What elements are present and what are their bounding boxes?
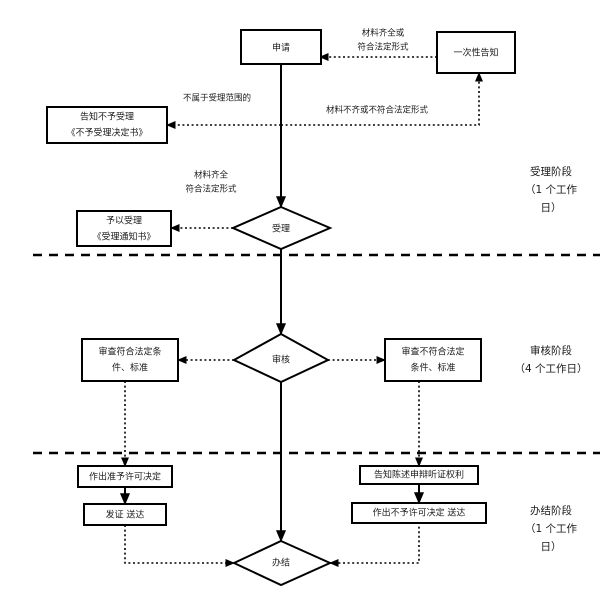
node-issue-deliver[interactable]: 发证 送达 — [83, 503, 167, 526]
node-review-fail[interactable]: 审查不符合法定 条件、标准 — [384, 338, 482, 382]
edge-label-materials-incomplete: 材料不齐或不符合法定形式 — [326, 105, 429, 116]
node-issue-deliver-label: 发证 送达 — [106, 509, 145, 521]
node-permit-granted-label: 作出准予许可决定 — [89, 471, 161, 483]
node-notice-refuse-accept-line1: 告知不予受理 — [80, 111, 134, 123]
node-notice-refuse-accept[interactable]: 告知不予受理 《不予受理决定书》 — [46, 106, 168, 144]
edge-label-materials-complete-line1: 材料齐全 — [194, 170, 229, 181]
node-review-decision-label: 审核 — [272, 354, 290, 366]
edge-labels: 材料齐全或 符合法定形式 不属于受理范围的 材料不齐或不符合法定形式 材料齐全 … — [183, 28, 429, 195]
node-review-decision[interactable]: 审核 — [231, 332, 331, 384]
phase-label-complete-line2: （1 个工作 — [525, 523, 578, 535]
phase-label-accept-line1: 受理阶段 — [530, 165, 572, 178]
phase-label-review: 审核阶段 （4 个工作日） — [514, 344, 587, 375]
phase-label-accept-line2: （1 个工作 — [525, 184, 578, 196]
node-review-pass-line1: 审查符合法定条 — [98, 346, 161, 358]
node-notice-rights-label: 告知陈述申辩听证权利 — [374, 469, 464, 481]
node-complete-decision[interactable]: 办结 — [231, 539, 333, 587]
node-review-pass-line2: 件、标准 — [112, 362, 148, 374]
node-review-fail-line2: 条件、标准 — [410, 362, 455, 374]
edge-label-materials-complete-or-legal-line2: 符合法定形式 — [357, 42, 409, 53]
node-notice-rights[interactable]: 告知陈述申辩听证权利 — [359, 465, 479, 485]
link-incomplete-to-onetime — [281, 72, 484, 126]
node-accept-decision[interactable]: 受理 — [230, 205, 333, 251]
edge-label-out-of-scope: 不属于受理范围的 — [183, 93, 251, 104]
node-grant-accept-line2: 《受理通知书》 — [92, 231, 155, 243]
node-complete-decision-label: 办结 — [272, 557, 290, 569]
phase-label-complete-line3: 日） — [541, 541, 562, 553]
node-apply-label: 申请 — [272, 42, 290, 54]
node-one-time-notice-label: 一次性告知 — [453, 47, 498, 59]
edge-label-materials-complete-line2: 符合法定形式 — [185, 184, 237, 195]
node-grant-accept[interactable]: 予以受理 《受理通知书》 — [76, 210, 172, 247]
link-issue-to-complete — [124, 525, 235, 568]
phase-label-accept: 受理阶段 （1 个工作 日） — [525, 165, 578, 214]
phase-label-review-line2: （4 个工作日） — [514, 363, 587, 375]
phase-label-complete-line1: 办结阶段 — [530, 504, 572, 517]
node-apply[interactable]: 申请 — [240, 29, 322, 65]
edge-label-materials-complete-or-legal-line1: 材料齐全或 — [362, 28, 405, 39]
phase-dividers — [33, 253, 600, 455]
phase-label-accept-line3: 日） — [541, 202, 562, 214]
node-accept-decision-label: 受理 — [272, 223, 290, 235]
phase-label-review-line1: 审核阶段 — [530, 344, 572, 357]
phase-label-complete: 办结阶段 （1 个工作 日） — [525, 504, 578, 553]
node-grant-accept-line1: 予以受理 — [106, 215, 142, 227]
node-permit-granted[interactable]: 作出准予许可决定 — [77, 465, 173, 488]
node-permit-denied-label: 作出不予许可决定 送达 — [373, 507, 466, 519]
node-review-pass[interactable]: 审查符合法定条 件、标准 — [81, 338, 179, 382]
node-one-time-notice[interactable]: 一次性告知 — [436, 31, 516, 74]
connectors — [119, 52, 484, 568]
node-notice-refuse-accept-line2: 《不予受理决定书》 — [66, 127, 147, 139]
node-review-fail-line1: 审查不符合法定 — [401, 346, 464, 358]
node-permit-denied[interactable]: 作出不予许可决定 送达 — [351, 502, 487, 524]
link-denied-to-complete — [329, 522, 420, 568]
